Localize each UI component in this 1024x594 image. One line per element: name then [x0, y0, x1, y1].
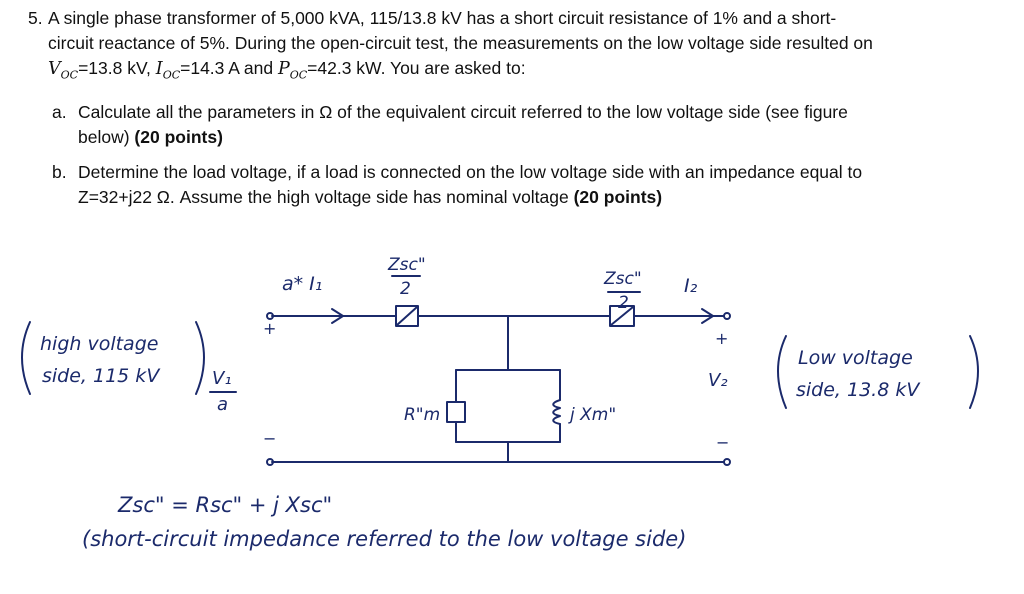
v2-label: V₂	[708, 370, 728, 391]
zsc-left-denominator: 2	[400, 279, 411, 299]
hv-label-line-2: side, 115 kV	[42, 365, 161, 387]
ioc-value: =14.3 A and	[180, 58, 278, 78]
xm-coil	[552, 399, 561, 425]
lv-label-line-1: Low voltage	[798, 347, 913, 369]
poc-value: =42.3 kW. You are asked to:	[307, 58, 526, 78]
part-b-text: Determine the load voltage, if a load is…	[78, 160, 982, 210]
part-a: a. Calculate all the parameters in Ω of …	[52, 100, 982, 150]
problem-line-2: circuit reactance of 5%. During the open…	[48, 33, 873, 53]
part-b-points: (20 points)	[573, 187, 663, 207]
hv-label-line-1: high voltage	[40, 333, 158, 355]
problem-line-1: A single phase transformer of 5,000 kVA,…	[48, 8, 837, 28]
terminal-top-left	[266, 312, 274, 320]
problem-statement: 5. A single phase transformer of 5,000 k…	[28, 6, 988, 88]
ioc-symbol: I	[155, 59, 163, 79]
rm-box	[446, 401, 466, 423]
voc-subscript: OC	[60, 68, 79, 82]
hv-paren-right	[195, 321, 205, 395]
part-b-label: b.	[52, 162, 67, 182]
zsc-right-denominator: 2	[618, 293, 629, 313]
current-left-label: a* I₁	[282, 273, 322, 295]
poc-symbol: P	[277, 59, 290, 79]
lv-paren-right	[969, 335, 979, 409]
xm-label: j Xm"	[568, 405, 616, 425]
zsc-definition-note: (short-circuit impedance referred to the…	[82, 527, 686, 551]
rm-label: R"m	[404, 405, 440, 425]
voc-value: =13.8 kV,	[78, 58, 156, 78]
part-a-line-2: below) (20 points)	[78, 125, 982, 150]
part-b: b. Determine the load voltage, if a load…	[52, 160, 982, 210]
zsc-left-slash	[396, 306, 418, 326]
part-b-line-2-text: Z=32+j22 Ω. Assume the high voltage side…	[78, 187, 574, 207]
zsc-right-box	[609, 305, 635, 327]
zsc-left-box	[395, 305, 419, 327]
zsc-definition-equation: Zsc" = Rsc" + j Xsc"	[117, 493, 332, 517]
part-a-text: Calculate all the parameters in Ω of the…	[78, 100, 982, 150]
hv-paren-left	[21, 321, 31, 395]
ioc-subscript: OC	[162, 68, 181, 82]
minus-left: −	[263, 429, 276, 448]
v1-denominator: a	[217, 394, 228, 415]
poc-subscript: OC	[289, 68, 308, 82]
part-a-line-2-text: below)	[78, 127, 135, 147]
voc-symbol: V	[48, 59, 61, 79]
minus-right: −	[716, 433, 729, 452]
part-b-line-1: Determine the load voltage, if a load is…	[78, 162, 863, 182]
current-right-label: I₂	[684, 275, 698, 297]
lv-label-line-2: side, 13.8 kV	[796, 379, 921, 401]
part-a-label: a.	[52, 102, 67, 122]
part-a-line-1: Calculate all the parameters in Ω of the…	[78, 102, 848, 122]
part-b-line-2: Z=32+j22 Ω. Assume the high voltage side…	[78, 185, 982, 210]
current-arrow-right	[667, 308, 714, 324]
zsc-right-numerator: Zsc"	[603, 269, 642, 289]
problem-body: A single phase transformer of 5,000 kVA,…	[48, 6, 988, 88]
problem-number: 5.	[28, 8, 43, 28]
plus-right: +	[715, 329, 728, 348]
terminal-bottom-right	[723, 458, 731, 466]
zsc-left-numerator: Zsc"	[387, 255, 426, 275]
terminal-bottom-left	[266, 458, 274, 466]
zsc-right-slash	[610, 306, 634, 326]
lv-paren-left	[777, 335, 787, 409]
current-arrow-left	[297, 308, 344, 324]
problem-line-3: VOC=13.8 kV, IOC=14.3 A and POC=42.3 kW.…	[48, 56, 988, 88]
v1-numerator: V₁	[212, 368, 232, 389]
plus-left: +	[263, 319, 276, 338]
part-a-points: (20 points)	[134, 127, 223, 147]
terminal-top-right	[723, 312, 731, 320]
